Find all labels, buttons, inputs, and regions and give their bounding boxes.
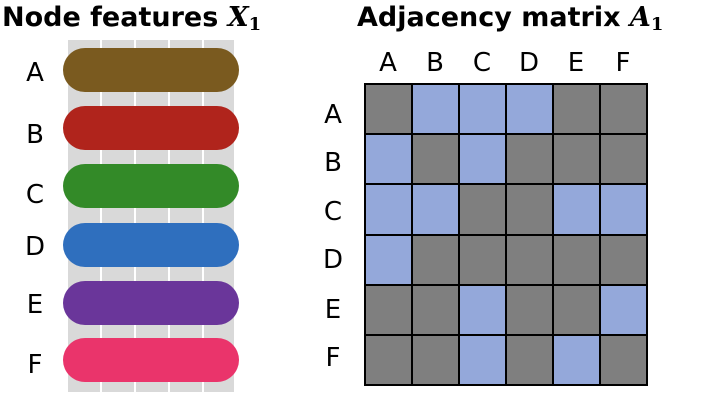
- matrix-col-label-c: C: [472, 48, 492, 78]
- node-label-d: D: [24, 232, 46, 262]
- matrix-cell-c-e: [554, 185, 599, 234]
- matrix-cell-f-c: [460, 335, 505, 384]
- matrix-cell-d-d: [507, 235, 552, 284]
- matrix-cell-b-b: [413, 135, 458, 184]
- matrix-cell-f-d: [507, 335, 552, 384]
- matrix-cell-c-b: [413, 185, 458, 234]
- matrix-cell-a-f: [601, 85, 646, 134]
- matrix-col-label-a: A: [379, 48, 397, 78]
- node-features-title: Node features X1: [2, 2, 261, 35]
- matrix-cell-e-f: [601, 285, 646, 334]
- matrix-cell-f-a: [366, 335, 411, 384]
- feature-vector-c: [63, 164, 239, 208]
- matrix-cell-a-e: [554, 85, 599, 134]
- matrix-cell-e-c: [460, 285, 505, 334]
- feature-vector-e: [63, 281, 239, 325]
- node-label-c: C: [25, 180, 45, 210]
- feature-vector-f: [63, 338, 239, 382]
- matrix-cell-d-e: [554, 235, 599, 284]
- node-features-title-text: Node features: [2, 2, 228, 33]
- matrix-cell-f-f: [601, 335, 646, 384]
- matrix-row-label-b: B: [324, 148, 342, 178]
- matrix-col-label-e: E: [567, 48, 585, 78]
- node-label-e: E: [26, 290, 44, 320]
- matrix-col-label-d: D: [518, 48, 540, 78]
- matrix-cell-c-c: [460, 185, 505, 234]
- matrix-cell-e-e: [554, 285, 599, 334]
- node-label-b: B: [26, 120, 44, 150]
- matrix-cell-a-d: [507, 85, 552, 134]
- feature-vector-d: [63, 223, 239, 267]
- matrix-cell-d-b: [413, 235, 458, 284]
- matrix-cell-d-c: [460, 235, 505, 284]
- adjacency-matrix-subscript: 1: [650, 14, 664, 35]
- matrix-cell-f-b: [413, 335, 458, 384]
- adjacency-matrix-grid: [364, 83, 648, 386]
- adjacency-matrix-title-text: Adjacency matrix: [357, 2, 630, 33]
- feature-vector-a: [63, 48, 239, 92]
- matrix-row-label-e: E: [324, 295, 342, 325]
- adjacency-matrix-title: Adjacency matrix A1: [357, 2, 663, 35]
- matrix-cell-a-b: [413, 85, 458, 134]
- feature-grid-line: [168, 40, 170, 392]
- matrix-cell-f-e: [554, 335, 599, 384]
- adjacency-matrix-variable: A1: [629, 2, 664, 35]
- matrix-cell-d-f: [601, 235, 646, 284]
- matrix-col-label-f: F: [615, 48, 631, 78]
- feature-grid-line: [134, 40, 136, 392]
- matrix-cell-a-c: [460, 85, 505, 134]
- node-features-subscript: 1: [248, 14, 262, 35]
- matrix-cell-c-a: [366, 185, 411, 234]
- node-features-variable: X1: [227, 2, 262, 35]
- matrix-cell-e-b: [413, 285, 458, 334]
- feature-grid-background: [68, 40, 234, 392]
- matrix-cell-c-f: [601, 185, 646, 234]
- matrix-row-label-c: C: [323, 197, 343, 227]
- matrix-cell-b-d: [507, 135, 552, 184]
- feature-grid-line: [202, 40, 204, 392]
- matrix-cell-e-d: [507, 285, 552, 334]
- matrix-row-label-a: A: [324, 100, 342, 130]
- matrix-cell-a-a: [366, 85, 411, 134]
- matrix-cell-b-f: [601, 135, 646, 184]
- matrix-cell-b-a: [366, 135, 411, 184]
- matrix-cell-e-a: [366, 285, 411, 334]
- node-label-a: A: [26, 58, 44, 88]
- matrix-row-label-d: D: [322, 245, 344, 275]
- matrix-cell-b-e: [554, 135, 599, 184]
- feature-grid-line: [100, 40, 102, 392]
- feature-vector-b: [63, 106, 239, 150]
- matrix-cell-d-a: [366, 235, 411, 284]
- node-label-f: F: [27, 350, 43, 380]
- matrix-col-label-b: B: [426, 48, 444, 78]
- matrix-row-label-f: F: [325, 343, 341, 373]
- matrix-cell-c-d: [507, 185, 552, 234]
- matrix-cell-b-c: [460, 135, 505, 184]
